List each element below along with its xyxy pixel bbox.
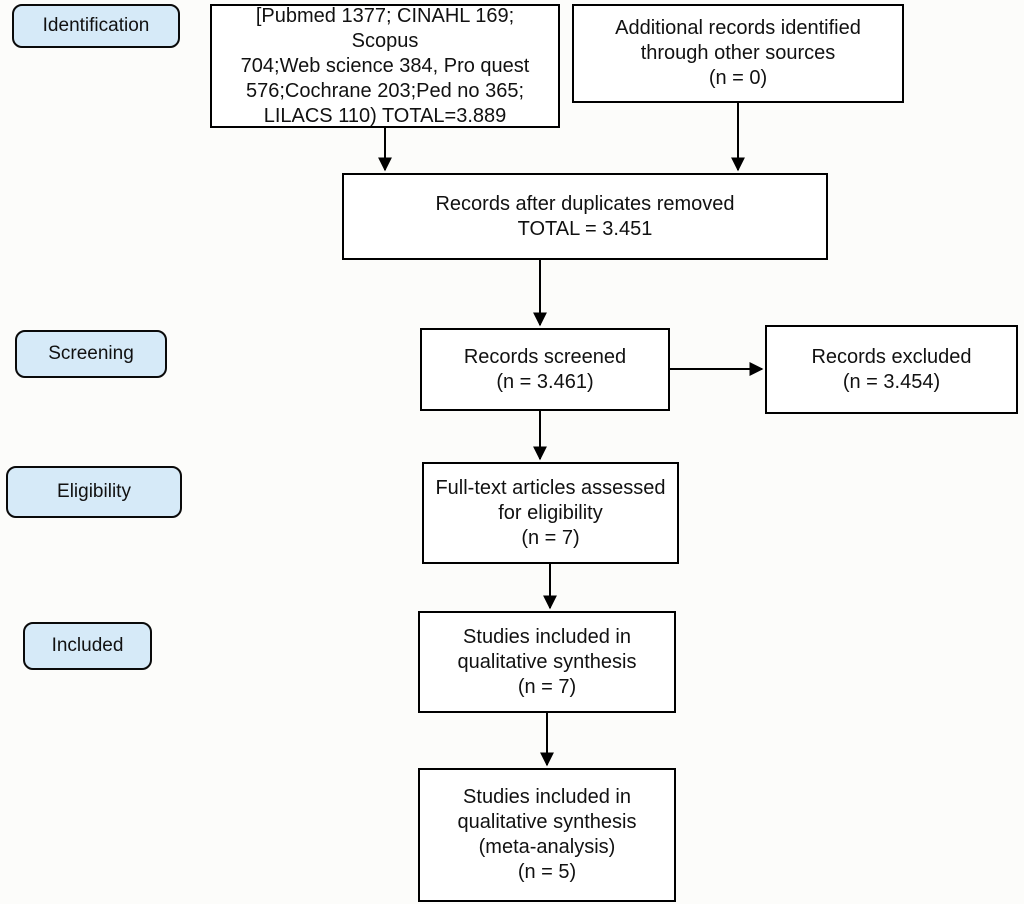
flow-node-duplicates-removed: Records after duplicates removed TOTAL =… [342,173,828,260]
flow-node-meta-analysis-text: Studies included in qualitative synthesi… [457,786,637,883]
flow-node-sources-text: [Pubmed 1377; CINAHL 169; Scopus 704;Web… [240,4,530,127]
stage-label-included: Included [23,622,152,670]
flow-node-qualitative-synthesis-text: Studies included in qualitative synthesi… [457,625,637,698]
stage-label-identification: Identification [12,4,180,48]
flow-node-records-screened-text: Records screened (n = 3.461) [463,345,627,393]
flow-node-meta-analysis: Studies included in qualitative synthesi… [418,768,676,902]
flow-node-fulltext-assessed-text: Full-text articles assessed for eligibil… [435,476,666,549]
stage-label-eligibility-text: Eligibility [57,480,131,502]
flow-node-duplicates-removed-text: Records after duplicates removed TOTAL =… [435,192,735,240]
stage-label-included-text: Included [51,634,124,656]
stage-label-screening-text: Screening [48,342,134,364]
flow-node-qualitative-synthesis: Studies included in qualitative synthesi… [418,611,676,713]
flow-node-records-screened: Records screened (n = 3.461) [420,328,670,411]
flow-node-additional-records: Additional records identified through ot… [572,4,904,103]
stage-label-eligibility: Eligibility [6,466,182,518]
flow-node-sources: [Pubmed 1377; CINAHL 169; Scopus 704;Web… [210,4,560,128]
flow-node-records-excluded-text: Records excluded (n = 3.454) [811,345,972,393]
flow-node-records-excluded: Records excluded (n = 3.454) [765,325,1018,414]
stage-label-screening: Screening [15,330,167,378]
stage-label-identification-text: Identification [42,14,150,36]
flow-node-fulltext-assessed: Full-text articles assessed for eligibil… [422,462,679,564]
flow-node-additional-records-text: Additional records identified through ot… [615,17,861,89]
